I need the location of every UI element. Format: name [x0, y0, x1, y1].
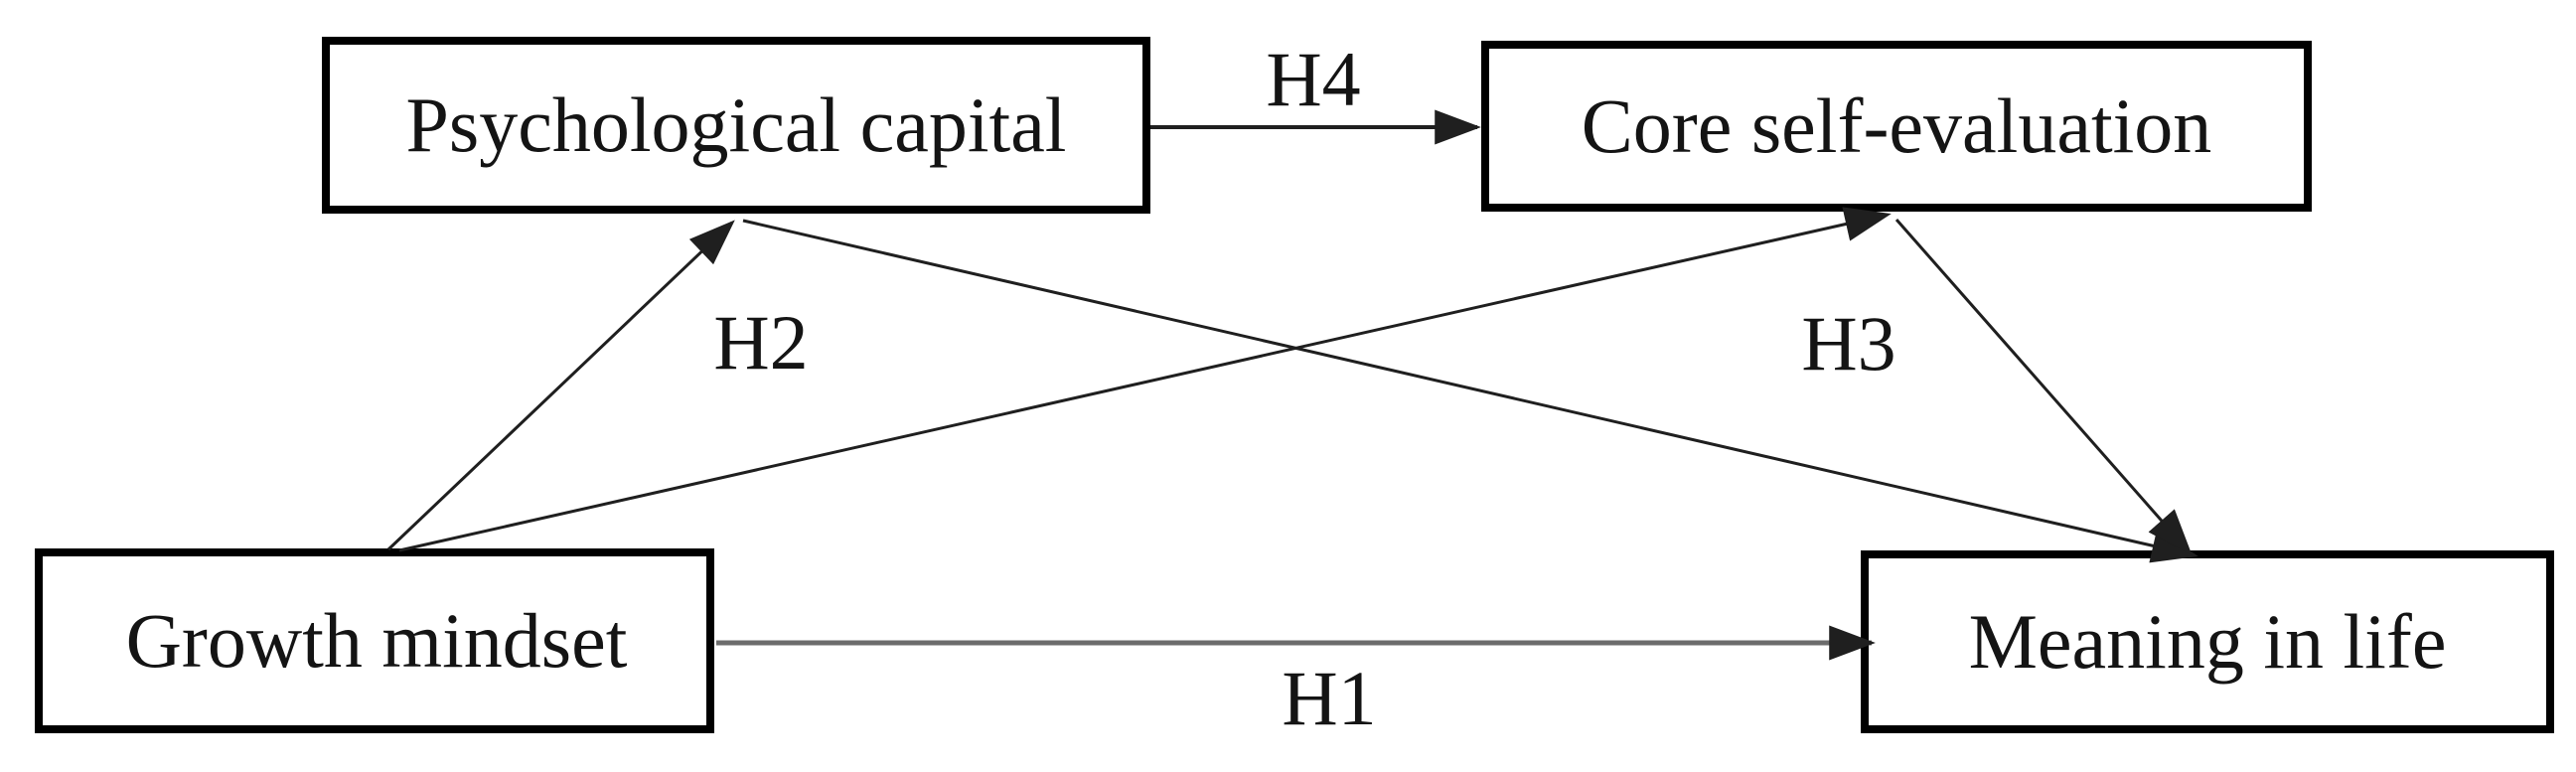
arrow-growth-to-cse: [398, 207, 1892, 552]
meaning-in-life-label: Meaning in life: [1968, 598, 2447, 685]
arrow-psycap-to-mil: [742, 219, 2198, 563]
h4-label: H4: [1266, 36, 1361, 122]
h3-label: H3: [1801, 300, 1896, 386]
h1-label: H1: [1282, 655, 1377, 741]
core-self-evaluation-label: Core self-evaluation: [1581, 82, 2212, 169]
growth-mindset-label: Growth mindset: [125, 597, 628, 684]
h2-label: H2: [713, 299, 809, 386]
h3-arrow-cse-to-mil: [1894, 219, 2193, 555]
growth-mindset-box: [35, 548, 714, 733]
psychological-capital-label: Psychological capital: [405, 81, 1067, 168]
core-self-evaluation-box: [1481, 41, 2312, 212]
psychological-capital-box: [322, 37, 1150, 214]
meaning-in-life-box: [1861, 550, 2554, 733]
h2-arrow-growth-to-psycap: [386, 220, 735, 551]
